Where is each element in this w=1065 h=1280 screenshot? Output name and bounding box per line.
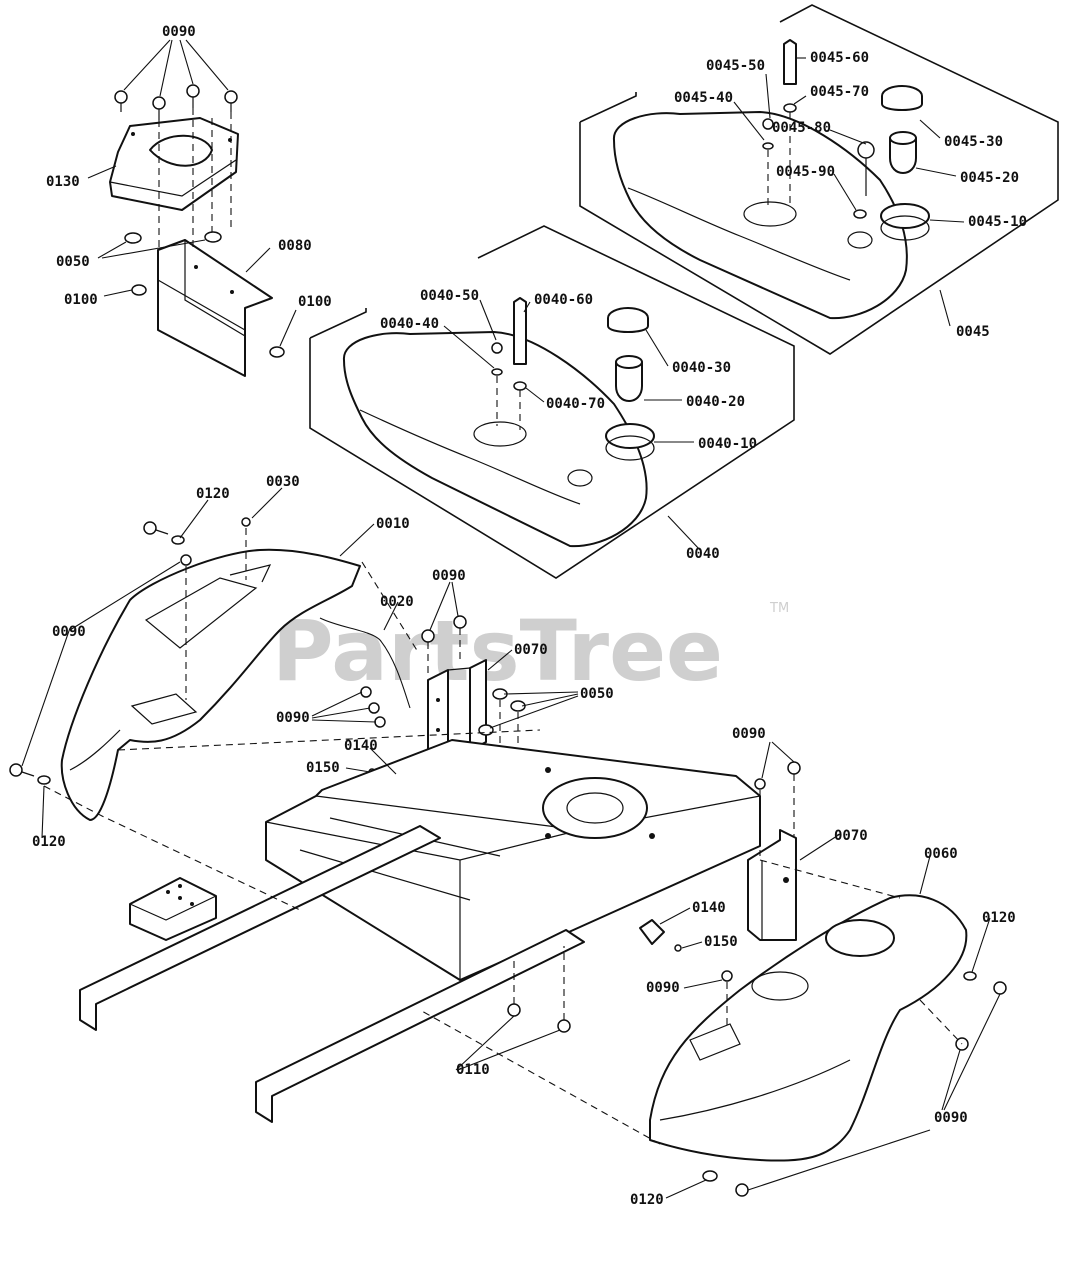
label-0100-b: 0100	[298, 294, 332, 310]
label-0090-e: 0090	[732, 726, 766, 742]
fender-0060	[649, 894, 968, 1162]
label-0100-a: 0100	[64, 292, 98, 308]
label-0090-f: 0090	[646, 980, 680, 996]
frame-bolts-0110	[507, 946, 571, 1033]
label-0040-50: 0040-50	[420, 288, 479, 304]
label-0120-b: 0120	[32, 834, 66, 850]
label-0090-b: 0090	[52, 624, 86, 640]
label-0045-80: 0045-80	[772, 120, 831, 136]
label-0110: 0110	[456, 1062, 490, 1078]
fitting-0040-parts	[491, 297, 527, 430]
label-0020: 0020	[380, 594, 414, 610]
chassis-frame	[265, 739, 761, 981]
label-0090-g: 0090	[934, 1110, 968, 1126]
trademark-mark: TM	[769, 601, 789, 616]
label-0070-b: 0070	[834, 828, 868, 844]
cap-0040-30	[607, 307, 649, 333]
fuel-tank-0040	[342, 331, 655, 548]
label-0040: 0040	[686, 546, 720, 562]
right-fender-hardware	[702, 970, 1007, 1197]
label-0150-b: 0150	[704, 934, 738, 950]
label-0040-10: 0040-10	[698, 436, 757, 452]
box-0040	[309, 225, 795, 579]
label-0040-20: 0040-20	[686, 394, 745, 410]
parts-tree-watermark: PartsTree	[272, 602, 723, 700]
label-0120-d: 0120	[630, 1192, 664, 1208]
bracket-0130	[109, 117, 239, 211]
fuel-tank-0045	[612, 111, 930, 320]
label-0140-a: 0140	[344, 738, 378, 754]
frame-rails	[79, 825, 585, 1123]
label-0090-top: 0090	[162, 24, 196, 40]
label-0040-30: 0040-30	[672, 360, 731, 376]
alignment-lines	[43, 561, 963, 1145]
label-0050-right: 0050	[580, 686, 614, 702]
top-left-dash-lines	[158, 108, 232, 250]
label-0045-10: 0045-10	[968, 214, 1027, 230]
box-0045	[579, 4, 1059, 355]
part-labels: 0090 0130 0050 0080 0100 0100 0045-50 00…	[32, 24, 1027, 1208]
label-0080: 0080	[278, 238, 312, 254]
label-0040-60: 0040-60	[534, 292, 593, 308]
label-0070-a: 0070	[514, 642, 548, 658]
fitting-0045-parts	[762, 39, 875, 219]
label-0090-d: 0090	[276, 710, 310, 726]
label-0060: 0060	[924, 846, 958, 862]
label-0045-40: 0045-40	[674, 90, 733, 106]
label-0045-60: 0045-60	[810, 50, 869, 66]
label-0045-30: 0045-30	[944, 134, 1003, 150]
front-plate	[129, 877, 217, 941]
label-0090-c: 0090	[432, 568, 466, 584]
left-fender-hardware	[9, 517, 251, 785]
label-0140-b: 0140	[692, 900, 726, 916]
label-0040-40: 0040-40	[380, 316, 439, 332]
label-0050-left: 0050	[56, 254, 90, 270]
bracket-0070-right	[747, 829, 797, 941]
label-0130: 0130	[46, 174, 80, 190]
nuts-0100	[131, 284, 285, 358]
clip-0140-0150-right	[639, 919, 682, 952]
label-0150-a: 0150	[306, 760, 340, 776]
label-0045-70: 0045-70	[810, 84, 869, 100]
strainer-0045-20	[889, 131, 917, 174]
fender-0010	[60, 548, 361, 821]
label-0040-70: 0040-70	[546, 396, 605, 412]
label-0045-20: 0045-20	[960, 170, 1019, 186]
nuts-0050-left	[124, 231, 222, 244]
label-0030: 0030	[266, 474, 300, 490]
label-0120-c: 0120	[982, 910, 1016, 926]
label-0045-90: 0045-90	[776, 164, 835, 180]
bracket-0080	[157, 239, 273, 377]
cable-0020	[319, 617, 411, 709]
label-0120-a: 0120	[196, 486, 230, 502]
leader-lines	[21, 39, 1001, 1199]
label-0045-50: 0045-50	[706, 58, 765, 74]
label-0045: 0045	[956, 324, 990, 340]
cap-0045-30	[881, 85, 923, 111]
screws-0090-top	[114, 84, 238, 120]
label-0010: 0010	[376, 516, 410, 532]
strainer-0040-20	[615, 355, 643, 402]
